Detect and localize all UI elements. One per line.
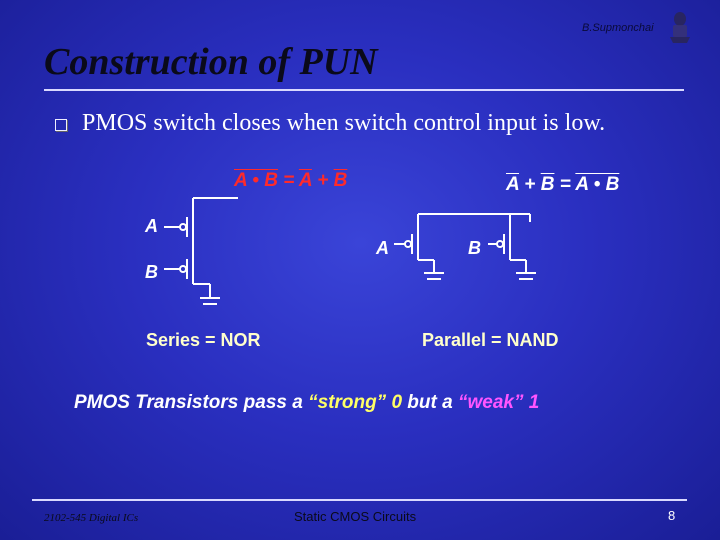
- equation-left: A • B = A + B: [234, 170, 347, 192]
- series-label-a: A: [145, 216, 158, 236]
- footer-divider: [32, 499, 687, 501]
- bullet-text: PMOS switch closes when switch control i…: [82, 110, 606, 136]
- parallel-pmos-circuit: [394, 213, 536, 280]
- equation-left-equals: =: [277, 170, 299, 191]
- bullet-square-icon: [55, 119, 67, 131]
- title-divider: [44, 89, 684, 91]
- university-logo-icon: [670, 12, 690, 43]
- equation-left-rhs-b: B: [333, 170, 348, 191]
- pmos-note-prefix: PMOS Transistors pass a: [74, 392, 309, 413]
- pmos-note: PMOS Transistors pass a “strong” 0 but a…: [74, 392, 539, 414]
- parallel-caption: Parallel = NAND: [422, 330, 559, 350]
- equation-left-rhs-a: A: [298, 170, 312, 191]
- series-caption: Series = NOR: [146, 330, 261, 350]
- pmos-note-middle: but a: [402, 392, 458, 413]
- pmos-note-weak: “weak” 1: [457, 392, 540, 413]
- parallel-label-b: B: [468, 238, 481, 258]
- author-label: B.Supmonchai: [582, 22, 654, 34]
- equation-left-plus: +: [311, 170, 334, 191]
- equation-right: A + B = A • B: [506, 174, 619, 196]
- page-number: 8: [668, 508, 676, 523]
- series-label-b: B: [145, 262, 158, 282]
- page-title: Construction of PUN: [44, 41, 378, 83]
- equation-right-equals: =: [554, 174, 576, 195]
- pmos-note-strong: “strong” 0: [308, 392, 403, 413]
- series-pmos-circuit: [164, 197, 238, 305]
- equation-left-lhs: A • B: [234, 170, 278, 191]
- footer-course: 2102-545 Digital ICs: [44, 512, 139, 524]
- parallel-label-a: A: [376, 238, 389, 258]
- equation-right-lhs: A + B: [506, 174, 555, 195]
- footer-topic: Static CMOS Circuits: [294, 509, 417, 524]
- equation-right-rhs: A • B: [575, 174, 620, 195]
